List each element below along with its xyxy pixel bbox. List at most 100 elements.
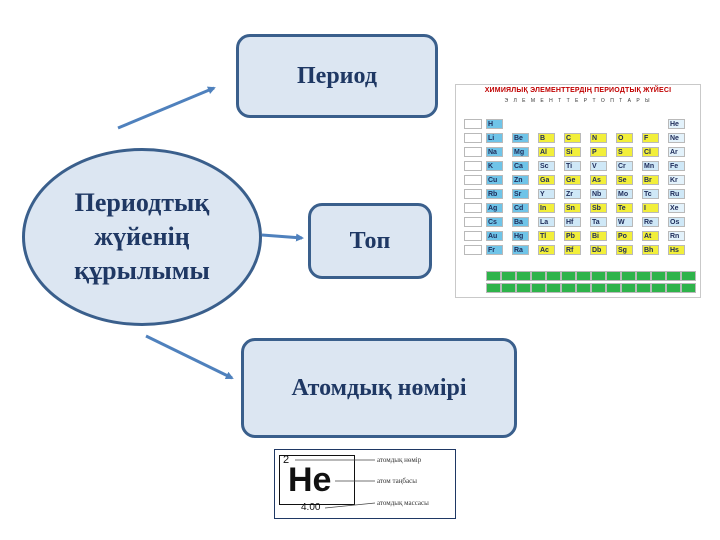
periodic-table-cell: Os bbox=[668, 217, 685, 227]
periodic-table-cell: Re bbox=[642, 217, 659, 227]
periodic-table-row-index bbox=[464, 161, 482, 171]
periodic-table-subtitle: Э Л Е М Е Н Т Т Е Р Т О П Т А Р Ы bbox=[504, 98, 652, 104]
periodic-table-cell: La bbox=[538, 217, 555, 227]
periodic-table-f-cell bbox=[546, 271, 561, 281]
periodic-table-cell: W bbox=[616, 217, 633, 227]
periodic-table-cell: Ge bbox=[564, 175, 581, 185]
periodic-table-f-cell bbox=[651, 283, 666, 293]
periodic-table-cell: In bbox=[538, 203, 555, 213]
periodic-table-f-cell bbox=[501, 271, 516, 281]
periodic-table-cell: Bi bbox=[590, 231, 607, 241]
periodic-table-f-cell bbox=[576, 283, 591, 293]
periodic-table-cell: Fe bbox=[668, 161, 685, 171]
periodic-table-f-cell bbox=[516, 271, 531, 281]
periodic-table-row-index bbox=[464, 203, 482, 213]
helium-atomic-mass: 4.00 bbox=[301, 502, 321, 513]
periodic-table-f-cell bbox=[606, 283, 621, 293]
periodic-table-cell: V bbox=[590, 161, 607, 171]
periodic-table-f-cell bbox=[621, 271, 636, 281]
periodic-table-cell: He bbox=[668, 119, 685, 129]
periodic-table-cell: Mn bbox=[642, 161, 659, 171]
periodic-table-cell: Li bbox=[486, 133, 503, 143]
helium-symbol-frame bbox=[279, 455, 355, 505]
periodic-table-cell: Mo bbox=[616, 189, 633, 199]
periodic-table-cell: Ta bbox=[590, 217, 607, 227]
periodic-table-f-cell bbox=[561, 283, 576, 293]
periodic-table-cell: Cl bbox=[642, 147, 659, 157]
label-atomic-mass: атомдық массасы bbox=[377, 499, 429, 507]
periodic-table-cell: Sr bbox=[512, 189, 529, 199]
periodic-table-cell: F bbox=[642, 133, 659, 143]
periodic-table-cell: Rf bbox=[564, 245, 581, 255]
periodic-table-f-cell bbox=[621, 283, 636, 293]
periodic-table-cell: Si bbox=[564, 147, 581, 157]
helium-symbol: He bbox=[288, 461, 332, 499]
periodic-table-cell: Ga bbox=[538, 175, 555, 185]
periodic-table-cell: As bbox=[590, 175, 607, 185]
periodic-table-cell: Po bbox=[616, 231, 633, 241]
periodic-table-f-cell bbox=[606, 271, 621, 281]
periodic-table-f-cell bbox=[636, 271, 651, 281]
periodic-table-cell: Ne bbox=[668, 133, 685, 143]
helium-atomic-number: 2 bbox=[283, 454, 290, 466]
periodic-table-cell: Cd bbox=[512, 203, 529, 213]
periodic-table-cell: Tl bbox=[538, 231, 555, 241]
periodic-table-row-index bbox=[464, 245, 482, 255]
periodic-table-row-index bbox=[464, 175, 482, 185]
periodic-table-cell: Ra bbox=[512, 245, 529, 255]
periodic-table-cell: Sc bbox=[538, 161, 555, 171]
periodic-table-cell: Se bbox=[616, 175, 633, 185]
periodic-table-cell: Au bbox=[486, 231, 503, 241]
periodic-table-f-cell bbox=[486, 283, 501, 293]
center-line-1: Периодтық bbox=[74, 188, 210, 217]
periodic-table-cell: Zn bbox=[512, 175, 529, 185]
periodic-table-cell: Rb bbox=[486, 189, 503, 199]
periodic-table-cell: Ca bbox=[512, 161, 529, 171]
periodic-table-cell: Cr bbox=[616, 161, 633, 171]
periodic-table-cell: Ba bbox=[512, 217, 529, 227]
periodic-table-cell: P bbox=[590, 147, 607, 157]
periodic-table-image: ХИМИЯЛЫҚ ЭЛЕМЕНТТЕРДІҢ ПЕРИОДТЫҚ ЖҮЙЕСІ … bbox=[455, 84, 701, 298]
arrow-to-group bbox=[261, 233, 304, 242]
periodic-table-row-index bbox=[464, 189, 482, 199]
periodic-table-cell: Sb bbox=[590, 203, 607, 213]
periodic-table-cell: Sn bbox=[564, 203, 581, 213]
center-line-2: жүйенің bbox=[94, 222, 190, 251]
group-label: Топ bbox=[349, 227, 391, 254]
periodic-table-cell: Cs bbox=[486, 217, 503, 227]
periodic-table-cell: Mg bbox=[512, 147, 529, 157]
periodic-table-f-cell bbox=[666, 271, 681, 281]
periodic-table-row-index bbox=[464, 133, 482, 143]
label-atomic-number: атомдық нөмір bbox=[377, 456, 422, 464]
periodic-table-cell: Y bbox=[538, 189, 555, 199]
atomic-number-box: Атомдық нөмірі bbox=[241, 338, 517, 438]
periodic-table-cell: Hf bbox=[564, 217, 581, 227]
periodic-table-f-cell bbox=[546, 283, 561, 293]
periodic-table-cell: B bbox=[538, 133, 555, 143]
periodic-table-f-cell bbox=[651, 271, 666, 281]
periodic-table-f-cell bbox=[681, 283, 696, 293]
periodic-table-cell: S bbox=[616, 147, 633, 157]
periodic-table-f-cell bbox=[666, 283, 681, 293]
periodic-table-cell: Ac bbox=[538, 245, 555, 255]
periodic-table-cell: Ar bbox=[668, 147, 685, 157]
periodic-table-cell: Na bbox=[486, 147, 503, 157]
period-box: Период bbox=[236, 34, 438, 118]
label-atom-symbol: атом таңбасы bbox=[377, 477, 417, 485]
periodic-table-cell: Al bbox=[538, 147, 555, 157]
periodic-table-row-index bbox=[464, 147, 482, 157]
periodic-table-f-cell bbox=[516, 283, 531, 293]
periodic-table-cell: Rn bbox=[668, 231, 685, 241]
center-line-3: құрылымы bbox=[74, 256, 210, 285]
periodic-table-f-cell bbox=[561, 271, 576, 281]
helium-pointer-lines bbox=[295, 459, 376, 509]
helium-card-image: 2 He 4.00 атомдық нөмір атом таңбасы ато… bbox=[274, 449, 456, 519]
periodic-table-cell: Hg bbox=[512, 231, 529, 241]
periodic-table-cell: Kr bbox=[668, 175, 685, 185]
periodic-table-cell: I bbox=[642, 203, 659, 213]
periodic-table-row-index bbox=[464, 231, 482, 241]
periodic-table-cell: Te bbox=[616, 203, 633, 213]
periodic-table-cell: Fr bbox=[486, 245, 503, 255]
periodic-table-f-cell bbox=[501, 283, 516, 293]
